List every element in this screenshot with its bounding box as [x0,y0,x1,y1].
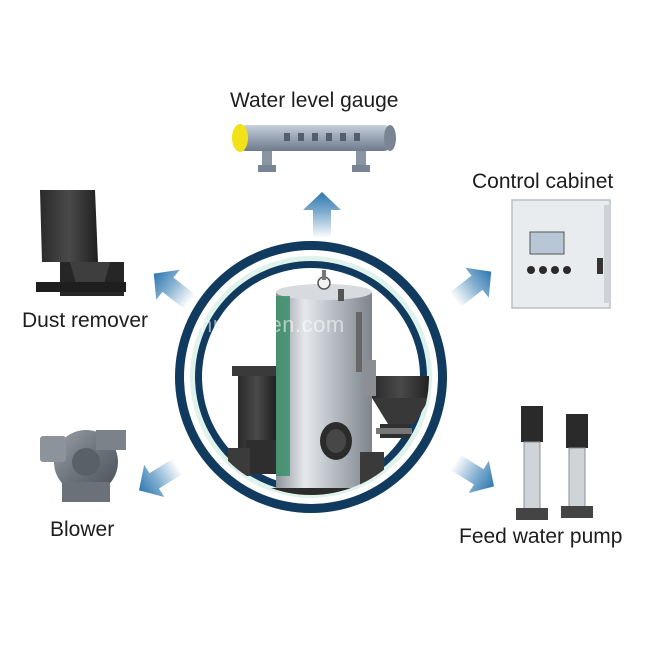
feed-water-pump-label: Feed water pump [459,525,623,548]
arrow-to-control-cabinet [449,267,492,308]
blower-label: Blower [50,518,115,541]
feed-water-pump-image [516,406,593,520]
water-level-gauge-label: Water level gauge [230,89,399,112]
water-level-gauge-image [232,124,396,172]
control-cabinet-image [511,199,611,309]
dust-remover-image [36,190,126,296]
arrow-to-dust-remover [153,269,196,310]
control-cabinet-label: Control cabinet [472,170,614,193]
arrow-to-water-level-gauge [303,192,341,238]
boiler-image [228,270,429,495]
blower-image [40,430,126,502]
dust-remover-label: Dust remover [22,309,149,332]
arrow-to-blower [138,458,183,497]
arrow-to-feed-water-pump [450,454,495,493]
watermark-text: hnzgrl.en.com [200,312,345,337]
